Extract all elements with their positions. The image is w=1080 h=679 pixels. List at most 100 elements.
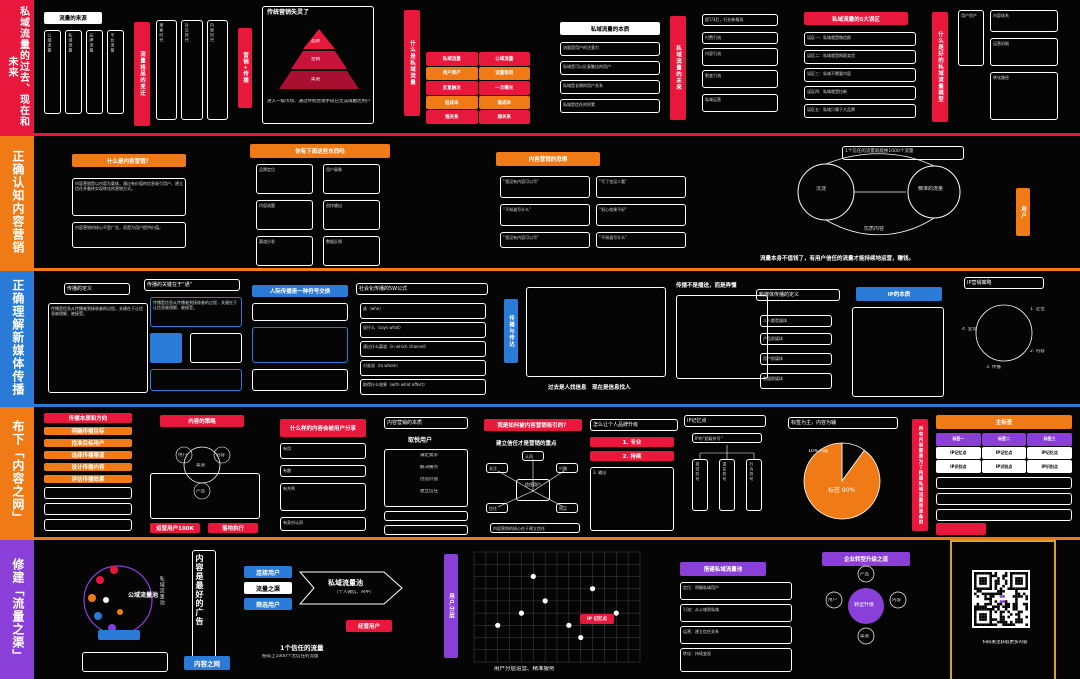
nm-item: 数据即媒体 [760, 373, 832, 389]
qr-module [976, 590, 980, 593]
qr-module [1025, 602, 1028, 606]
content-check-title: 你有下面这些东西吗 [250, 144, 390, 158]
build-item: 转化：持续变现 [680, 648, 792, 672]
qr-module [1017, 592, 1021, 596]
one-box [252, 327, 348, 363]
qr-module [1020, 572, 1023, 575]
tag-cell: IP记忆点 [936, 446, 981, 460]
qr-module [997, 620, 1000, 624]
qr-module [986, 608, 990, 611]
tag-net [936, 523, 986, 535]
hook-sub: 建立信任才是营销的重点 [496, 441, 557, 447]
grid-highlight: IP 记忆点 [580, 614, 614, 624]
flow-tab[interactable]: 流量之渠 [244, 582, 292, 594]
fear-item: “不知道写什么” [596, 232, 686, 248]
qr-code[interactable] [972, 570, 1030, 628]
qr-module [1022, 592, 1026, 596]
tag-note [936, 509, 1072, 521]
five-w-item: 谁（who） [360, 303, 486, 319]
tag-cell: IP识别点 [1027, 460, 1072, 473]
direction-item: 找准目标用户 [44, 439, 132, 447]
qr-module [1025, 605, 1028, 608]
tag-note [936, 493, 1072, 505]
qr-module [1010, 587, 1013, 590]
qr-module [999, 600, 1003, 603]
tag-cell: IP记忆点 [981, 446, 1027, 460]
qr-module [994, 579, 998, 583]
qr-module [984, 618, 987, 621]
qr-module [984, 592, 987, 596]
qr-module [1002, 595, 1005, 598]
origin-col: 私域流量 [65, 30, 82, 114]
qr-module [1015, 602, 1018, 606]
qr-module [1025, 623, 1028, 626]
good-item: 用户资产 [958, 10, 984, 66]
flow-step: 数据反馈 [323, 236, 380, 266]
qr-module [1004, 602, 1008, 606]
qr-module [989, 618, 992, 621]
qr-module [979, 613, 982, 616]
qr-module [989, 582, 992, 585]
grid-point [589, 586, 596, 592]
manage-button[interactable]: 经营用户 [346, 620, 392, 632]
history-title: 流量格局的变迁 [134, 22, 150, 126]
essence-title: 内容营销的本质 [384, 417, 468, 429]
essence-list [384, 449, 468, 507]
trust-loop [797, 153, 961, 236]
upgrade-node: 用户 [828, 598, 837, 603]
qr-module [984, 572, 987, 575]
private-what-title: 什么是私域流量 [404, 10, 420, 116]
five-w-item: 取得什么效果（with what effect） [360, 379, 486, 395]
qr-module [984, 602, 987, 606]
table-cell: 强关系 [426, 110, 478, 124]
pie-slice [803, 442, 881, 520]
one-box [252, 303, 348, 321]
loop-bottom: 优质内容 [864, 226, 885, 232]
connect-tab[interactable]: 连接用户 [244, 566, 292, 578]
qr-module [1020, 582, 1023, 585]
trap-item: 误区二：私域就是刷屏卖货 [804, 50, 916, 64]
qr-module [994, 582, 998, 585]
qr-module [989, 587, 992, 590]
essence-item: 私域是信任的积累 [560, 99, 660, 113]
grid-point [495, 622, 501, 628]
essence-item: 流量是用户的注意力 [560, 42, 660, 56]
ad-title: 内容是最好的广告 [195, 554, 204, 626]
qr-module [981, 572, 985, 575]
qr-module [981, 582, 985, 585]
qr-module [1002, 584, 1005, 588]
insight-graph [175, 446, 231, 500]
nm-item: 产品即媒体 [760, 333, 832, 345]
section-2-footer: 流量本身不值钱了，有用户信任的流量才能持续地运营，赚钱。 [760, 256, 915, 262]
pyramid-label: 渠道 [311, 77, 320, 82]
grid-point [518, 610, 525, 616]
pool-right-label: 私域流量池 [158, 576, 165, 606]
share-item: 有用 [280, 443, 366, 459]
qr-module [1012, 595, 1016, 598]
qr-module [976, 595, 980, 598]
qr-module [989, 620, 992, 624]
qr-module [997, 592, 1000, 596]
qr-module [999, 602, 1003, 606]
qr-module [984, 579, 987, 583]
pie-chart [803, 442, 881, 520]
qr-module [997, 579, 1000, 583]
user-grid [473, 551, 641, 663]
filter-tab[interactable]: 筛选用户 [244, 598, 292, 610]
qr-module [999, 618, 1003, 621]
qr-module [1007, 605, 1010, 608]
ip-plan-title: IP营销策略 [964, 277, 1044, 289]
insight-node: 用户 [178, 453, 187, 458]
fear-item: “不知道写什么” [500, 204, 590, 226]
qr-module [992, 623, 995, 626]
spread-desc [526, 287, 666, 377]
pyramid-note: 进入一级市场、通过传统营销手段已无法再触达用户 [267, 99, 371, 104]
bottom-note: 过去是人找信息 现在是信息找人 [548, 385, 631, 391]
qr-module [1015, 590, 1018, 593]
qr-module [1015, 608, 1018, 611]
qr-module [974, 623, 977, 626]
qr-module [974, 582, 977, 585]
qr-module [1004, 582, 1008, 585]
qr-module [1002, 574, 1005, 578]
qr-module [984, 605, 987, 608]
